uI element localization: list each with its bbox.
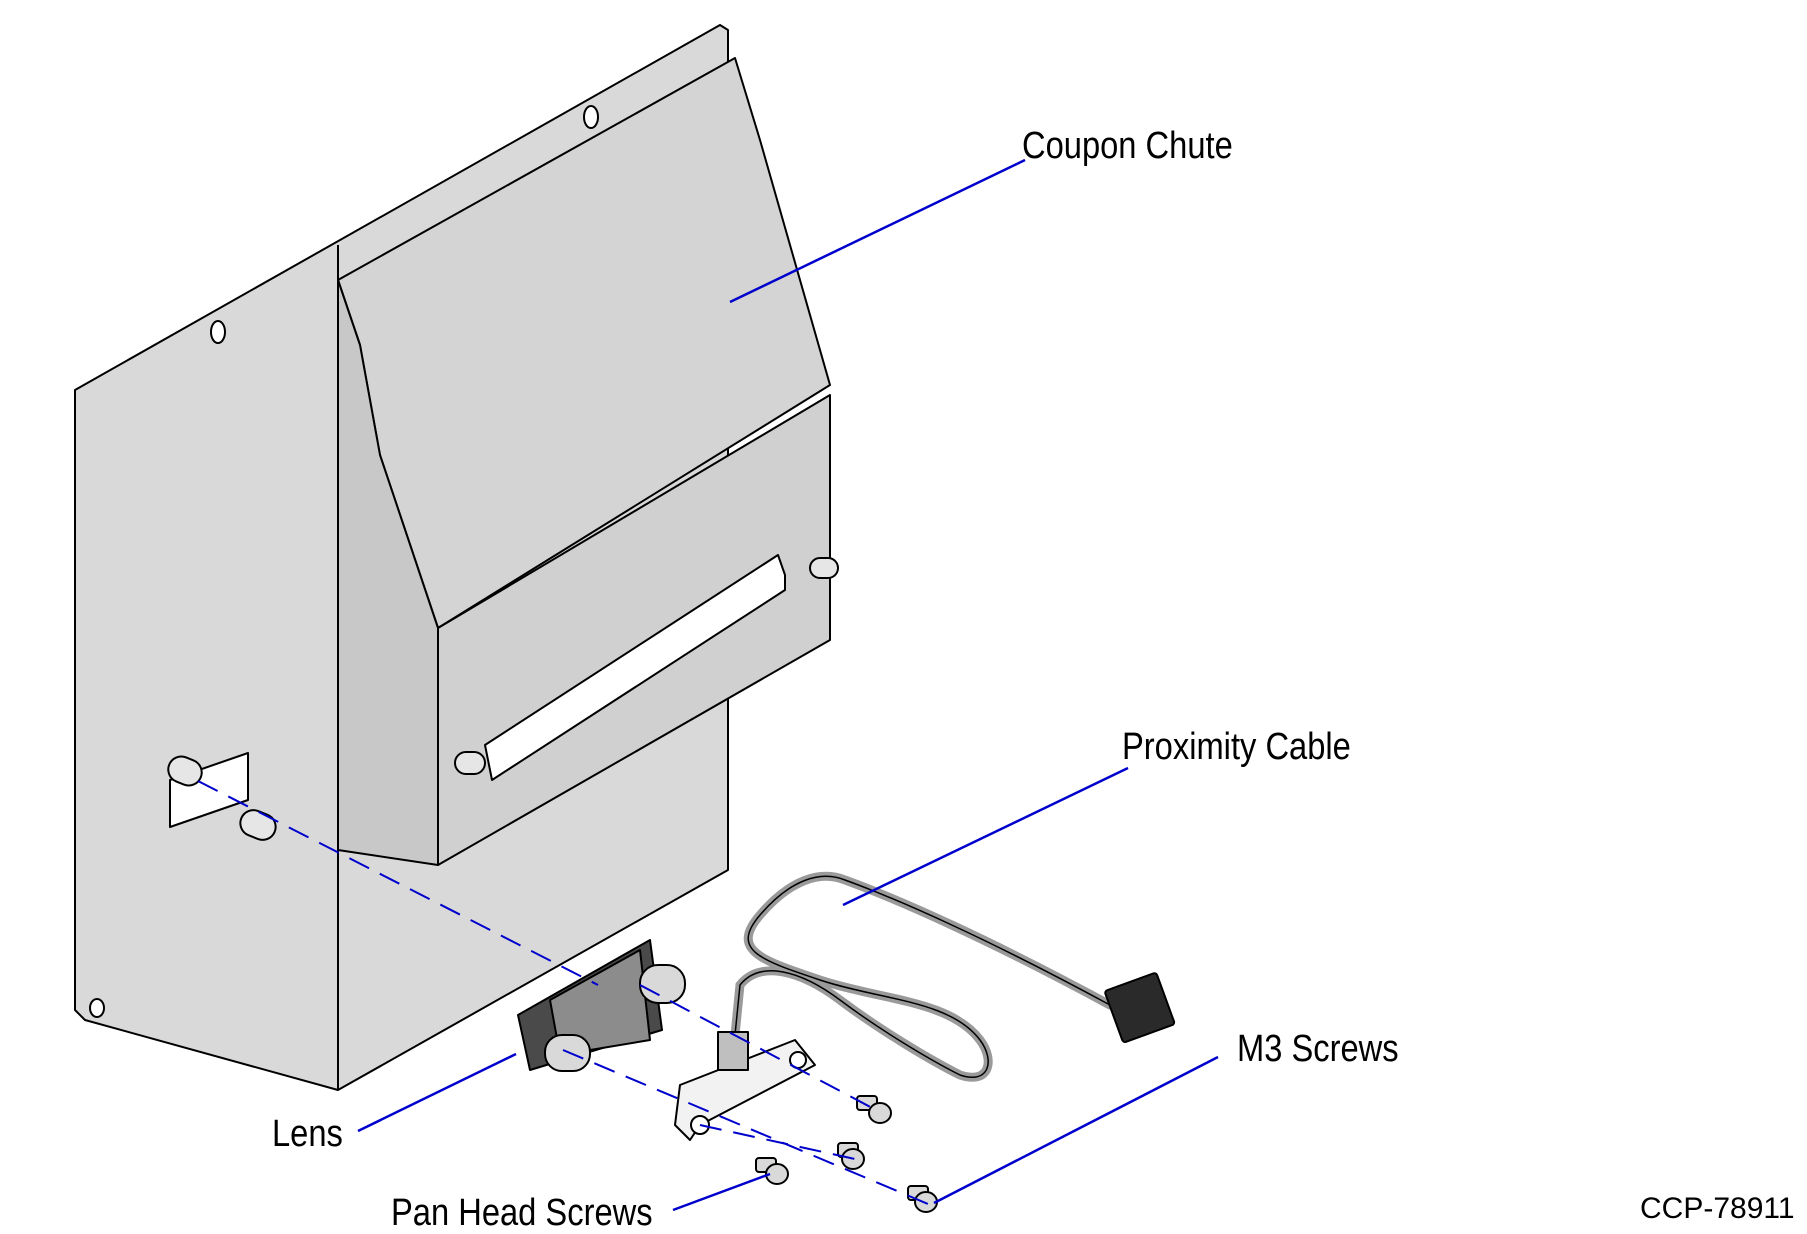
m3-screw-1 [856, 1095, 892, 1124]
leader-pan-head-screws [672, 1172, 771, 1212]
proximity-cable-outline [734, 875, 1111, 1078]
leader-m3-screws [933, 1055, 1219, 1205]
mounting-hole-bottom [89, 998, 105, 1018]
figure-id: CCP-78911 [1640, 1192, 1795, 1225]
leader-coupon-chute [729, 158, 1026, 304]
label-lens: Lens [272, 1113, 343, 1155]
leader-lens [357, 1052, 517, 1133]
leader-lines [357, 158, 1219, 1212]
assembly-guide-lines [197, 780, 929, 1205]
label-pan-head-screws: Pan Head Screws [391, 1192, 653, 1234]
lens-assembly [517, 939, 686, 1072]
coupon-chute [337, 57, 839, 866]
chute-slot [484, 554, 786, 781]
chute-pin-right [809, 557, 839, 579]
label-m3-screws: M3 Screws [1237, 1028, 1399, 1070]
sensor-board [674, 1031, 816, 1141]
cable-connector [1104, 972, 1176, 1044]
m3-screw-3 [907, 1185, 938, 1213]
pan-head-screw [755, 1157, 789, 1185]
chute-pin-left [454, 751, 486, 775]
plate-slot [169, 752, 249, 828]
standoff-1 [167, 755, 203, 787]
label-coupon-chute: Coupon Chute [1022, 125, 1233, 167]
leader-proximity-cable [842, 766, 1129, 907]
screws [755, 1095, 938, 1213]
label-proximity-cable: Proximity Cable [1122, 726, 1351, 768]
mounting-hole-top [583, 105, 599, 129]
mounting-hole-left [210, 320, 226, 344]
standoff-2 [239, 809, 277, 841]
